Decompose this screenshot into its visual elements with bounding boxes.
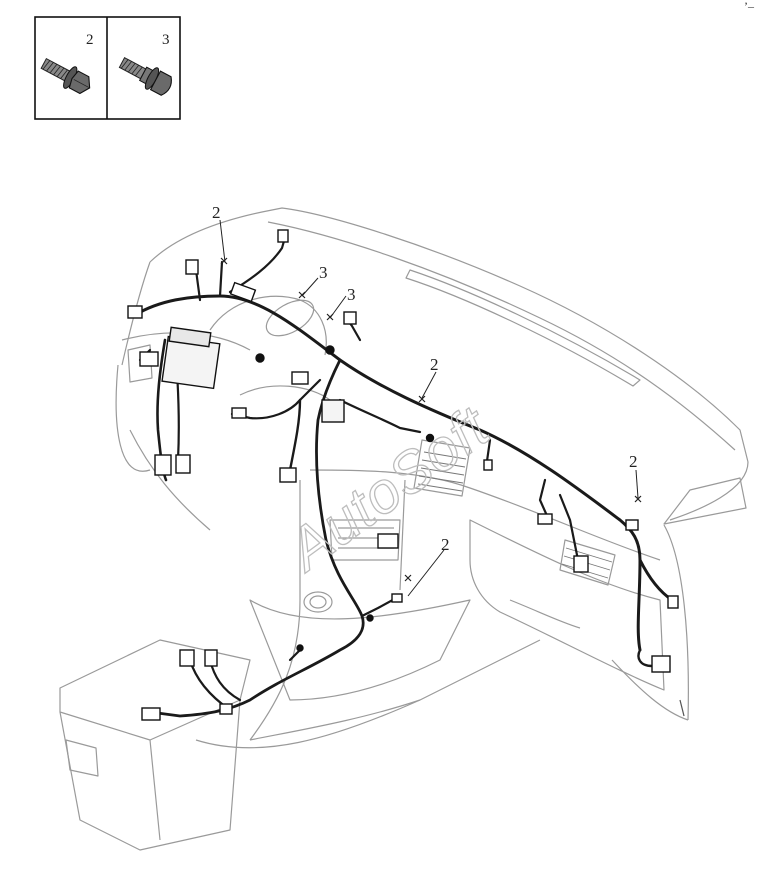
shoulder-bolt-icon (118, 57, 172, 96)
key-number-2: 2 (86, 32, 94, 48)
flange-bolt-icon (40, 57, 91, 95)
harness-connectors (127, 229, 679, 721)
callout-label-3-lower: 3 (347, 285, 356, 304)
key-number-3: 3 (162, 32, 170, 48)
fastener-key: 2 3 (34, 16, 181, 120)
callout-label-2-top: 2 (212, 203, 221, 222)
callouts: 2 3 3 2 2 2 (212, 203, 642, 597)
callout-label-2-right: 2 (629, 452, 638, 471)
corner-mark: ’– (744, 0, 755, 13)
callout-label-2-center: 2 (430, 355, 439, 374)
callout-label-3-upper: 3 (319, 263, 328, 282)
callout-label-2-console: 2 (441, 535, 450, 554)
